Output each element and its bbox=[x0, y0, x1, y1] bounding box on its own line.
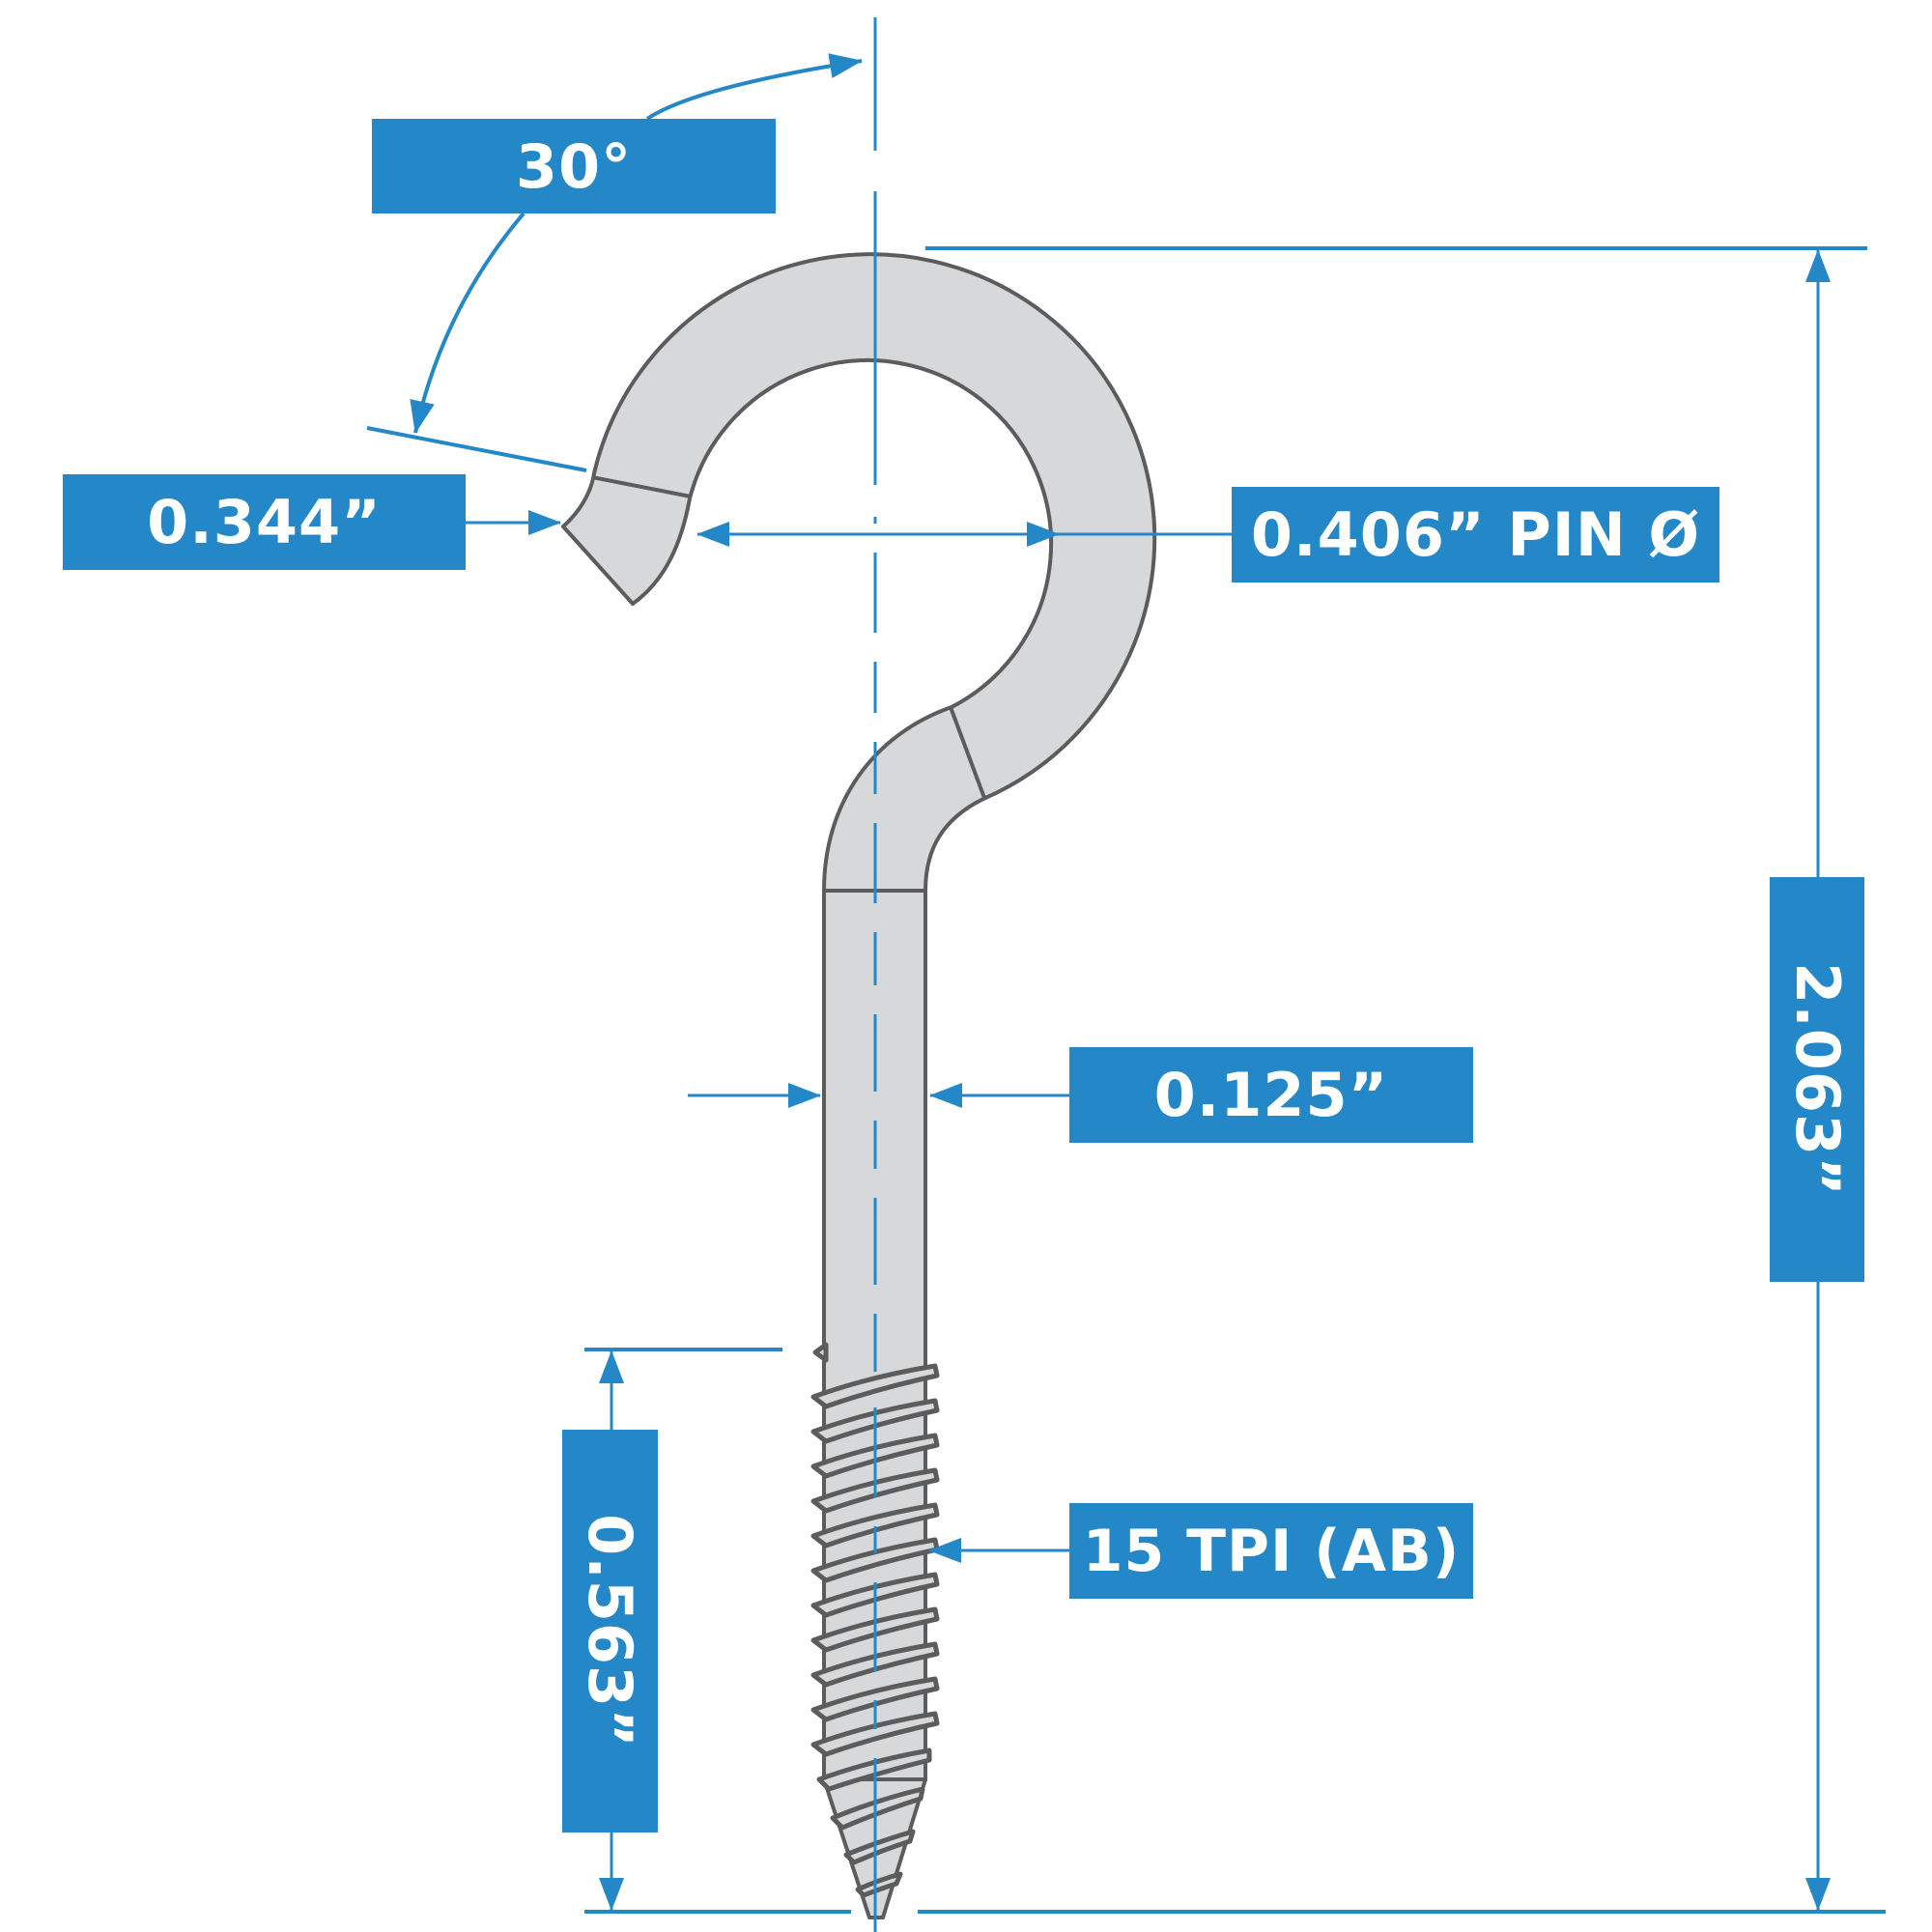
thread-spec-value: 15 TPI (AB) bbox=[1082, 1517, 1461, 1585]
thread-length-label: 0.563” bbox=[562, 1430, 658, 1833]
pin-diameter-value: 0.406” PIN Ø bbox=[1250, 499, 1701, 570]
shank-diameter-value: 0.125” bbox=[1153, 1060, 1389, 1130]
angle-label: 30° bbox=[372, 119, 776, 213]
thread-length-value: 0.563” bbox=[575, 1514, 646, 1748]
dimension-lines bbox=[366, 53, 1886, 1914]
neck-section-line bbox=[949, 706, 986, 799]
tip-width-label: 0.344” bbox=[63, 474, 466, 570]
tip-section-line bbox=[591, 475, 692, 498]
tip-width-value: 0.344” bbox=[147, 487, 382, 557]
angle-value: 30° bbox=[515, 130, 633, 202]
hook-curve bbox=[561, 252, 1157, 893]
overall-length-label: 2.063” bbox=[1770, 877, 1864, 1282]
pin-diameter-label: 0.406” PIN Ø bbox=[1232, 487, 1719, 582]
hook-body bbox=[561, 252, 1157, 893]
thread-spec-label: 15 TPI (AB) bbox=[1069, 1503, 1473, 1599]
angle-arc-upper bbox=[645, 53, 863, 121]
shank-diameter-label: 0.125” bbox=[1069, 1047, 1473, 1143]
overall-length-value: 2.063” bbox=[1781, 962, 1853, 1197]
angle-extension-line bbox=[366, 426, 587, 472]
angle-arc-lower bbox=[410, 212, 526, 434]
